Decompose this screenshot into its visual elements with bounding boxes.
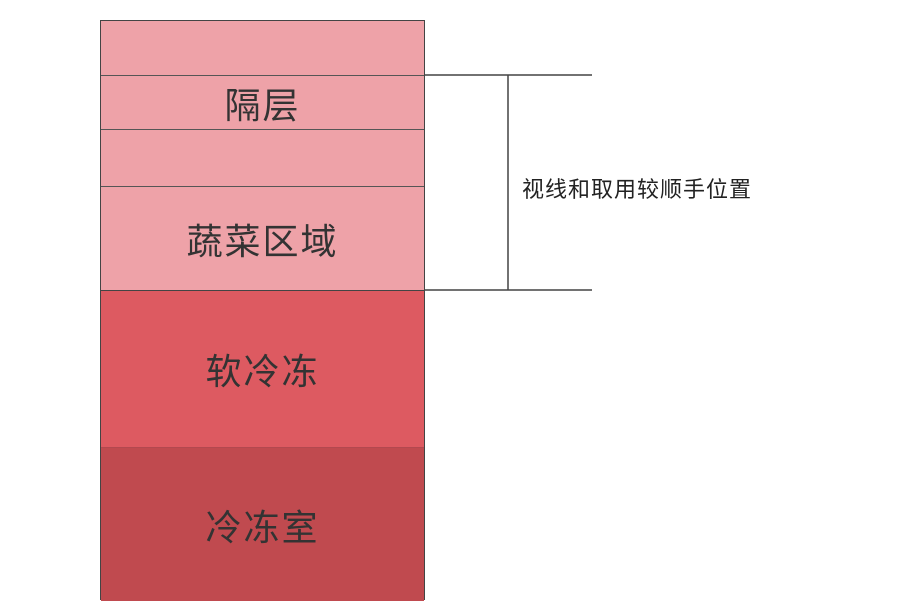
freezer-label: 冷冻室 xyxy=(205,507,320,549)
vegetable-label: 蔬菜区域 xyxy=(186,221,339,263)
soft-freeze-section: 软冷冻 xyxy=(101,291,424,448)
middle-shelf xyxy=(101,130,424,187)
freezer-section: 冷冻室 xyxy=(101,448,424,601)
partition-section: 隔层 xyxy=(101,76,424,130)
top-shelf xyxy=(101,21,424,76)
bracket-label: 视线和取用较顺手位置 xyxy=(522,178,753,203)
soft-freeze-label: 软冷冻 xyxy=(205,352,320,393)
fridge-diagram: 隔层 蔬菜区域 软冷冻 冷冻室 xyxy=(100,20,425,601)
vegetable-section: 蔬菜区域 xyxy=(101,187,424,291)
partition-label: 隔层 xyxy=(224,85,301,127)
